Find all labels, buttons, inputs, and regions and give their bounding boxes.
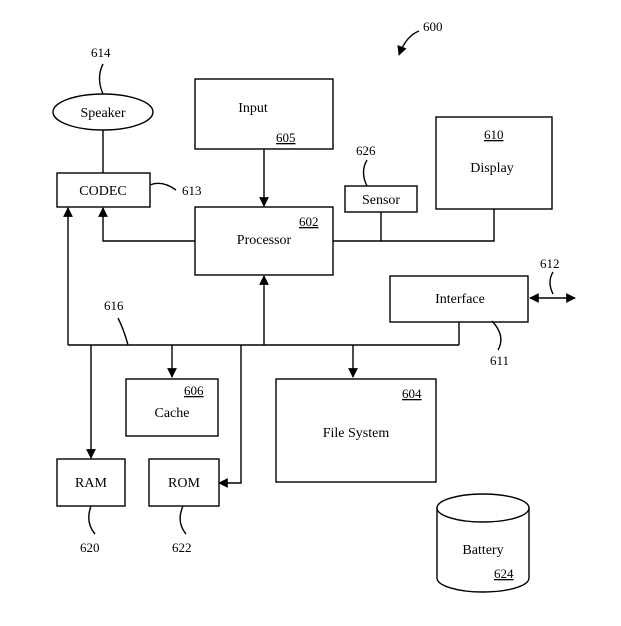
- battery-ref: 624: [494, 566, 514, 581]
- ram-label: RAM: [75, 476, 107, 491]
- speaker-ref: 614: [91, 45, 111, 60]
- codec-ref-leader: [149, 182, 177, 191]
- codec-box: [56, 172, 151, 208]
- bus-ref-leader: [117, 317, 129, 346]
- codec-ref: 613: [182, 183, 202, 198]
- sensor-label: Sensor: [362, 193, 400, 208]
- filesystem-ref: 604: [402, 386, 422, 401]
- bus-rom-arrow: [218, 345, 242, 488]
- interface-link-ref-leader: [549, 271, 554, 295]
- sensor-ref: 626: [356, 143, 376, 158]
- cache-box: [125, 378, 219, 437]
- interface-label: Interface: [435, 292, 485, 307]
- filesystem-label: File System: [323, 426, 390, 441]
- display-label: Display: [470, 161, 514, 176]
- interface-link-ref: 612: [540, 256, 560, 271]
- display-ref: 610: [484, 127, 504, 142]
- processor-codec-arrow: [98, 207, 195, 242]
- interface-ref: 611: [490, 353, 509, 368]
- speaker-ref-leader: [98, 63, 104, 95]
- input-label: Input: [238, 101, 268, 116]
- rom-ref-leader: [179, 505, 187, 535]
- processor-ref: 602: [299, 214, 319, 229]
- bus-ref: 616: [104, 298, 124, 313]
- processor-label: Processor: [237, 233, 292, 248]
- codec-label: CODEC: [79, 184, 126, 199]
- display-box: [435, 116, 553, 210]
- battery-top: [436, 493, 530, 523]
- figure-number: 600: [423, 19, 443, 34]
- rom-box: [148, 458, 220, 507]
- ram-ref-leader: [88, 505, 96, 535]
- processor-display-line: [333, 209, 495, 242]
- rom-label: ROM: [168, 476, 200, 491]
- input-ref: 605: [276, 130, 296, 145]
- figure-arrow: [397, 30, 420, 56]
- cache-ref: 606: [184, 383, 204, 398]
- sensor-ref-leader: [362, 159, 368, 187]
- interface-ref-leader: [491, 320, 502, 351]
- sensor-box: [344, 185, 418, 213]
- battery-label: Battery: [462, 543, 503, 558]
- filesystem-box: [275, 378, 437, 483]
- rom-ref: 622: [172, 540, 192, 555]
- cache-label: Cache: [155, 406, 190, 421]
- speaker-label: Speaker: [80, 106, 125, 121]
- battery-shape: [436, 508, 530, 593]
- ram-ref: 620: [80, 540, 100, 555]
